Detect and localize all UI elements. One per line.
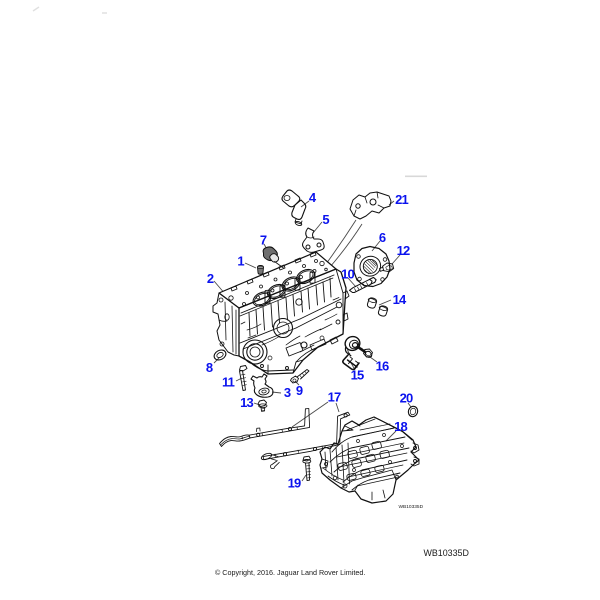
svg-text:12: 12 xyxy=(397,243,410,258)
svg-text:21: 21 xyxy=(395,192,408,207)
svg-text:20: 20 xyxy=(400,391,413,406)
svg-text:WB10335D: WB10335D xyxy=(399,504,424,510)
svg-text:8: 8 xyxy=(206,360,213,375)
svg-text:17: 17 xyxy=(328,390,341,405)
svg-text:1: 1 xyxy=(237,254,244,269)
svg-text:10: 10 xyxy=(341,267,354,282)
svg-text:6: 6 xyxy=(379,230,386,245)
svg-text:19: 19 xyxy=(288,476,301,491)
svg-text:16: 16 xyxy=(376,359,389,374)
svg-text:3: 3 xyxy=(284,385,291,400)
svg-text:2: 2 xyxy=(207,271,214,286)
svg-text:18: 18 xyxy=(394,419,407,434)
svg-text:13: 13 xyxy=(240,395,253,410)
svg-text:5: 5 xyxy=(322,212,329,227)
svg-text:© Copyright, 2016. Jaguar Land: © Copyright, 2016. Jaguar Land Rover Lim… xyxy=(215,568,365,577)
svg-text:15: 15 xyxy=(351,368,364,383)
svg-text:7: 7 xyxy=(260,233,267,248)
svg-text:4: 4 xyxy=(309,190,317,205)
svg-text:9: 9 xyxy=(296,383,303,398)
svg-text:WB10335D: WB10335D xyxy=(424,548,469,558)
svg-text:11: 11 xyxy=(222,375,235,390)
svg-text:14: 14 xyxy=(393,292,407,307)
